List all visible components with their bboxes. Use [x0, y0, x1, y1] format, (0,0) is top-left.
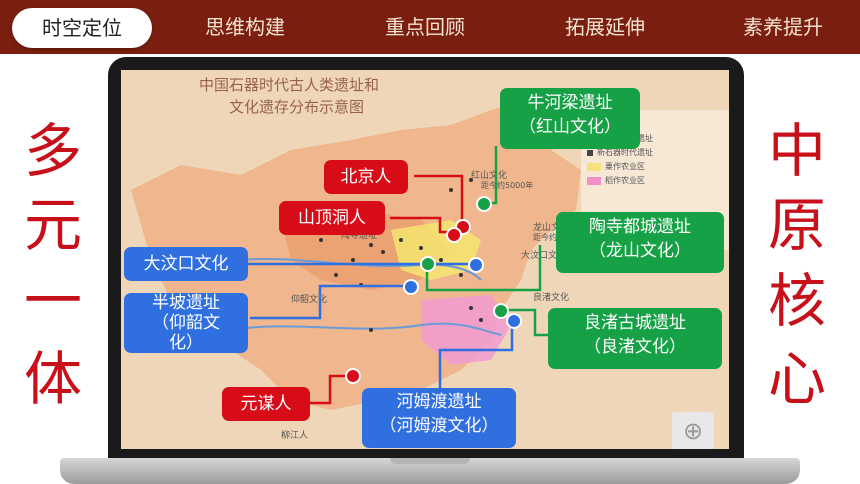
label-banpo-line3: 化） [169, 333, 203, 353]
site-dot-yuanmou[interactable] [345, 368, 361, 384]
site-dot-niuheliang[interactable] [476, 196, 492, 212]
label-niuheliang-line2: （红山文化） [519, 117, 621, 137]
side-char-left-2: 元 [23, 191, 82, 259]
label-beijingren[interactable]: 北京人 [324, 160, 408, 194]
side-char-right-4: 心 [767, 345, 826, 413]
map-title-line1: 中国石器时代古人类遗址和 [199, 76, 380, 94]
label-hemudu-line1: 河姆渡遗址 [396, 392, 482, 412]
site-dot-shandingdong[interactable] [446, 227, 462, 243]
map-text-liangzhu: 良渚文化 [533, 293, 570, 303]
label-niuheliang-line1: 牛河梁遗址 [527, 93, 613, 113]
site-dot-liangzhu[interactable] [493, 303, 509, 319]
label-yuanmou[interactable]: 元谋人 [222, 387, 310, 421]
side-char-left-1: 多 [23, 117, 82, 185]
label-hemudu[interactable]: 河姆渡遗址 （河姆渡文化） [362, 388, 516, 448]
label-taosi[interactable]: 陶寺都城遗址 （龙山文化） [556, 212, 724, 273]
map-text-yangshao: 仰韶文化 [291, 295, 328, 305]
map-text-longshan: 龙山文化 [533, 223, 570, 233]
label-shandingdong[interactable]: 山顶洞人 [279, 201, 385, 235]
label-liangzhu[interactable]: 良渚古城遗址 （良渚文化） [548, 308, 722, 369]
label-banpo[interactable]: 半坡遗址 （仰韶文 化） [124, 293, 248, 353]
map-title-line2: 文化遗存分布示意图 [229, 98, 365, 116]
label-hemudu-line2: （河姆渡文化） [379, 416, 499, 436]
map-text-liujiang: 柳江人 [281, 431, 309, 441]
zoom-in-icon[interactable]: ⊕ [672, 412, 714, 449]
label-liangzhu-line2: （良渚文化） [584, 337, 686, 357]
site-dot-hemudu[interactable] [506, 313, 522, 329]
top-nav: 时空定位 思维构建 重点回顾 拓展延伸 素养提升 [0, 0, 860, 54]
tab-key-review[interactable]: 重点回顾 [385, 15, 465, 39]
side-char-right-1: 中 [767, 117, 826, 185]
site-dot-banpo[interactable] [403, 279, 419, 295]
legend-item: 稻作农业区 [587, 174, 707, 188]
label-taosi-line1: 陶寺都城遗址 [589, 217, 691, 237]
tab-mind-map[interactable]: 思维构建 [205, 15, 285, 39]
label-banpo-line1: 半坡遗址 [152, 293, 220, 313]
laptop-notch [390, 458, 470, 464]
label-liangzhu-line1: 良渚古城遗址 [584, 313, 686, 333]
label-dawenkou[interactable]: 大汶口文化 [124, 247, 248, 281]
site-dot-dawenkou[interactable] [468, 257, 484, 273]
label-taosi-line2: （龙山文化） [589, 241, 691, 261]
side-char-left-4: 体 [23, 345, 82, 413]
tab-time-space[interactable]: 时空定位 [12, 8, 152, 48]
side-char-right-2: 原 [767, 191, 826, 259]
map-text-dawenkou: 大汶口文化 [521, 251, 567, 261]
side-char-left-3: 一 [23, 267, 82, 335]
tab-extension[interactable]: 拓展延伸 [565, 15, 645, 39]
side-char-right-3: 核 [767, 267, 826, 335]
label-banpo-line2: （仰韶文 [152, 313, 220, 333]
label-niuheliang[interactable]: 牛河梁遗址 （红山文化） [500, 88, 640, 149]
map-text-date-5000: 距今约5000年 [481, 181, 534, 190]
site-dot-taosi[interactable] [420, 256, 436, 272]
map-text-taosi: 陶寺遗址 [341, 231, 378, 241]
tab-literacy[interactable]: 素养提升 [743, 15, 823, 39]
legend-item: 新石器时代遗址 [587, 146, 707, 160]
legend-item: 粟作农业区 [587, 160, 707, 174]
